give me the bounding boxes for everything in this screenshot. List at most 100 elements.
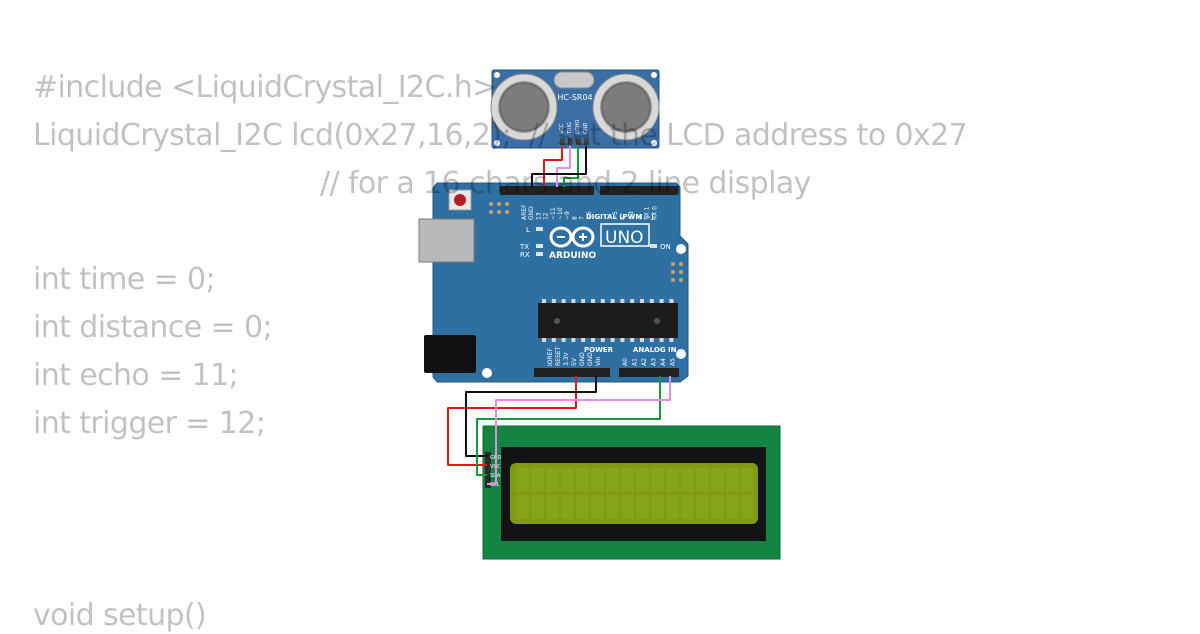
chip-leg (659, 299, 664, 303)
lcd-char-cell (726, 495, 739, 519)
chip-leg (640, 299, 644, 303)
analog-pin-label: A0 (622, 358, 629, 366)
power-pin-label: 5V (571, 357, 578, 366)
digital-pin-label: 8 (571, 216, 578, 220)
chip-leg (620, 299, 625, 303)
power-pin-label: RESET (555, 346, 562, 366)
sensor-pin-gnd-label: GND (583, 122, 589, 134)
wire-lcd-sda-a4 (476, 376, 661, 476)
digital-pwm-label: DIGITAL (PWM ~) (586, 213, 654, 221)
chip-leg (551, 338, 556, 342)
lcd-char-cell (576, 468, 589, 492)
lcd-char-cell (576, 495, 589, 519)
chip-leg (640, 338, 644, 342)
arduino-model-label: UNO (605, 228, 644, 248)
lcd-char-cell (516, 468, 529, 492)
chip-leg (591, 338, 595, 342)
lcd-i2c-pins (485, 452, 491, 488)
analog-in-label: ANALOG IN (633, 346, 677, 354)
digital-pin-label: ~5 (612, 211, 619, 220)
reset-button[interactable] (448, 189, 472, 211)
lcd-char-cell (531, 495, 544, 519)
lcd-char-cell (606, 468, 619, 492)
lcd-char-cell (741, 468, 754, 492)
power-pin-label: Vin (595, 356, 602, 366)
chip-leg (581, 338, 586, 342)
chip-leg (620, 338, 625, 342)
led-on-label: ON (660, 243, 671, 251)
lcd-char-cell (651, 468, 664, 492)
mounting-holes (482, 244, 686, 378)
lcd-char-cell (726, 468, 739, 492)
lcd-char-cell (696, 468, 709, 492)
chip-leg (600, 338, 605, 342)
chip-leg (571, 338, 576, 342)
wire-sensor-trig-d12 (556, 146, 571, 187)
chip-leg (649, 338, 654, 342)
sensor-transducer-left (490, 73, 558, 141)
wire-lcd-vcc-5v (447, 376, 577, 466)
power-pin-label: IOREF (547, 348, 554, 366)
wire-sensor-echo-d11 (563, 146, 579, 187)
analog-pin-label: A4 (660, 358, 667, 366)
power-label: POWER (584, 346, 614, 354)
sensor-model-label: HC-SR04 (557, 93, 592, 102)
chip-leg (561, 338, 566, 342)
chip-leg (571, 299, 576, 303)
usb-port (418, 218, 475, 263)
lcd-char-cell (546, 495, 559, 519)
sensor-pin-echo-label: ECHO (575, 120, 581, 134)
lcd-char-cell (591, 495, 604, 519)
chip-leg (649, 299, 654, 303)
digital-pin-label: 2 (636, 216, 643, 220)
power-jack (424, 335, 476, 373)
lcd-char-cell (516, 495, 529, 519)
lcd-char-cell (711, 495, 724, 519)
lcd-char-cell (561, 468, 574, 492)
analog-pin-label: A5 (670, 358, 677, 366)
lcd-char-cell (621, 495, 634, 519)
digital-pin-label: ~10 (557, 207, 564, 220)
digital-pin-label: 13 (535, 212, 542, 220)
lcd-char-cell (681, 495, 694, 519)
digital-pin-label: ~11 (550, 207, 557, 220)
digital-pin-label: ~6 (586, 211, 593, 220)
uno-label-box (600, 223, 650, 247)
digital-pin-label: GND (528, 206, 535, 220)
icsp-header (489, 202, 509, 214)
chip-leg (610, 338, 615, 342)
digital-header-left (500, 186, 594, 195)
analog-pin-label: A1 (632, 358, 639, 366)
lcd-display-module[interactable]: GND VCC SDA SCL (482, 425, 781, 560)
led-l-label: L (526, 226, 530, 234)
lcd-char-cell (546, 468, 559, 492)
digital-pin-label: ~3 (628, 211, 635, 220)
ultrasonic-sensor[interactable]: HC-SR04 VCC TRIG ECHO GND (490, 69, 660, 149)
lcd-char-cell (666, 468, 679, 492)
lcd-char-cell (651, 495, 664, 519)
led-on (650, 244, 657, 248)
chip-leg (630, 338, 635, 342)
analog-pin-label: A2 (641, 358, 648, 366)
analog-pin-label: A3 (651, 358, 658, 366)
chip-leg (581, 299, 586, 303)
digital-pin-label: ~9 (564, 211, 571, 220)
power-pin-label: GND (579, 352, 586, 366)
wire-lcd-gnd (465, 376, 597, 457)
lcd-char-cell (741, 495, 754, 519)
led-rx-label: RX (520, 251, 530, 259)
led-rx (536, 252, 543, 256)
sensor-transducer-right (592, 73, 660, 141)
chip-leg (542, 299, 546, 303)
arduino-infinity-logo (549, 226, 595, 248)
lcd-char-cell (636, 468, 649, 492)
led-tx (536, 244, 543, 248)
arduino-brand-label: ARDUINO (549, 251, 597, 261)
chip-leg (561, 299, 566, 303)
atmega-chip (538, 299, 678, 342)
